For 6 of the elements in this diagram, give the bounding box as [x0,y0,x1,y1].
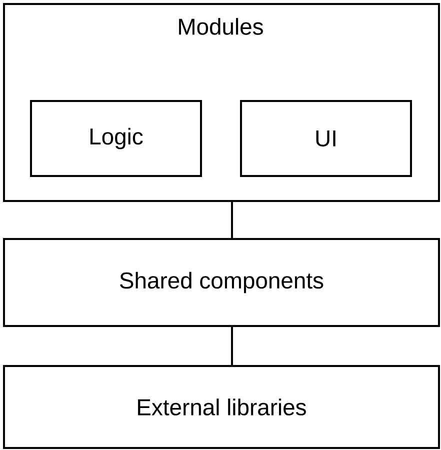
connector-line [231,327,233,365]
module-box: UI [240,100,412,177]
connector-line [231,202,233,238]
module-box: External libraries [3,365,440,449]
module-box: Logic [30,100,202,177]
module-box: Shared components [3,238,440,327]
